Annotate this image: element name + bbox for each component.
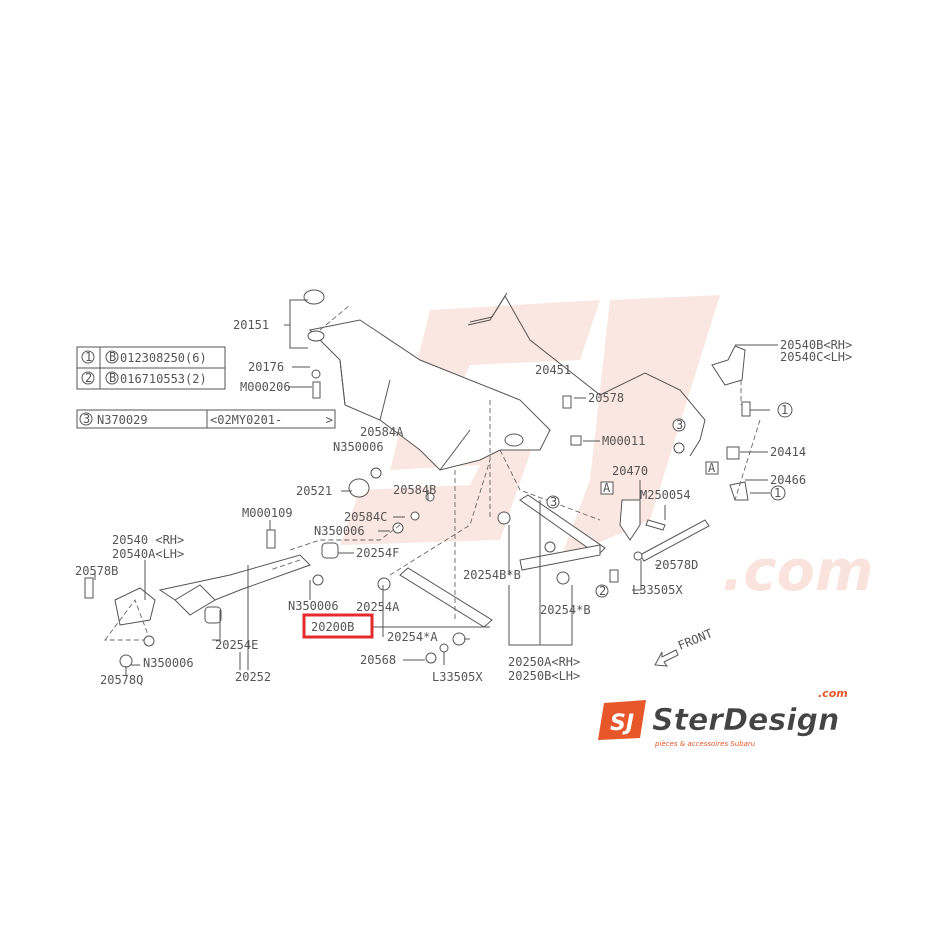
part-label[interactable]: 20540B<RH>: [780, 338, 852, 352]
ref-a-2: A: [603, 481, 611, 495]
logo-brand: SterDesign: [652, 703, 839, 738]
part-label[interactable]: N350006: [143, 656, 194, 670]
fastener-legend: 1 B 012308250(6) 2 B 016710553(2) 3 N370…: [76, 346, 336, 429]
callout-1b: 1: [774, 486, 781, 500]
part-label[interactable]: 20568: [360, 653, 396, 667]
callout-3: 3: [676, 418, 683, 432]
front-label: FRONT: [676, 626, 715, 653]
part-label[interactable]: N350006: [288, 599, 339, 613]
ref-a: A: [708, 461, 716, 475]
part-label[interactable]: M000109: [242, 506, 293, 520]
part-label[interactable]: 20466: [770, 473, 806, 487]
part-label[interactable]: 20578D: [655, 558, 698, 572]
part-label[interactable]: 20540 <RH>: [112, 533, 184, 547]
callout-1: 1: [781, 403, 788, 417]
logo-tagline: pièces & accessoires Subaru: [654, 740, 756, 748]
part-label[interactable]: N350006: [314, 524, 365, 538]
part-label[interactable]: N350006: [333, 440, 384, 454]
part-label[interactable]: 20254F: [356, 546, 399, 560]
part-label-highlighted[interactable]: 20200B: [311, 620, 354, 634]
legend-part-2: 016710553(2): [120, 372, 207, 386]
part-label[interactable]: 20252: [235, 670, 271, 684]
logo-mark-icon: [598, 700, 646, 740]
part-label[interactable]: M00011: [602, 434, 645, 448]
legend-num-1: 1: [85, 350, 92, 364]
part-label[interactable]: 20250A<RH>: [508, 655, 580, 669]
callout-3b: 3: [550, 495, 557, 509]
legend-num-3: 3: [83, 412, 90, 426]
leader-lines: [94, 299, 778, 676]
logo-tld: .com: [818, 687, 848, 700]
legend-num-2: 2: [85, 371, 92, 385]
front-arrow-icon: [654, 649, 679, 667]
part-label[interactable]: 20540C<LH>: [780, 350, 852, 364]
part-label[interactable]: 20254E: [215, 638, 258, 652]
part-label[interactable]: M250054: [640, 488, 691, 502]
part-label[interactable]: 20578: [588, 391, 624, 405]
part-label[interactable]: 20250B<LH>: [508, 669, 580, 683]
part-label[interactable]: 20176: [248, 360, 284, 374]
part-label[interactable]: 20578B: [75, 564, 118, 578]
part-label[interactable]: 20414: [770, 445, 806, 459]
part-label[interactable]: 20254*A: [387, 630, 438, 644]
fasteners: [84, 369, 751, 668]
legend-code-2: B: [109, 371, 116, 385]
part-label[interactable]: L33505X: [432, 670, 483, 684]
part-label[interactable]: 20254A: [356, 600, 400, 614]
legend-part-1: 012308250(6): [120, 351, 207, 365]
part-label[interactable]: 20451: [535, 363, 571, 377]
watermark-text: .com: [722, 539, 873, 604]
part-label[interactable]: 20151: [233, 318, 269, 332]
callouts: 1 1 3 3 2 A A: [546, 402, 793, 598]
legend-range-3: <02MY0201- >: [210, 413, 333, 427]
legend-code-1: B: [109, 350, 116, 364]
part-label[interactable]: M000206: [240, 380, 291, 394]
part-label[interactable]: 20521: [296, 484, 332, 498]
highlight-box: [302, 613, 374, 639]
part-label[interactable]: 20584B: [393, 483, 436, 497]
legend-part-3: N370029: [97, 413, 148, 427]
part-label[interactable]: 20540A<LH>: [112, 547, 184, 561]
part-label[interactable]: 20470: [612, 464, 648, 478]
part-label[interactable]: 20254B*B: [463, 568, 521, 582]
part-label[interactable]: L33505X: [632, 583, 683, 597]
svg-text:SJ: SJ: [610, 711, 634, 736]
part-label[interactable]: 20254*B: [540, 603, 591, 617]
watermark-logo: .com: [340, 295, 873, 604]
sterdesign-logo: SJ SterDesign .com pièces & accessoires …: [598, 687, 848, 748]
callout-2: 2: [599, 584, 606, 598]
part-label[interactable]: 20584C: [344, 510, 387, 524]
part-label[interactable]: 20578Q: [100, 673, 143, 687]
front-indicator: FRONT: [654, 626, 715, 667]
part-labels: 20151 20176 M000206 20451 20578 20540B<R…: [75, 318, 852, 687]
part-label[interactable]: 20584A: [360, 425, 404, 439]
